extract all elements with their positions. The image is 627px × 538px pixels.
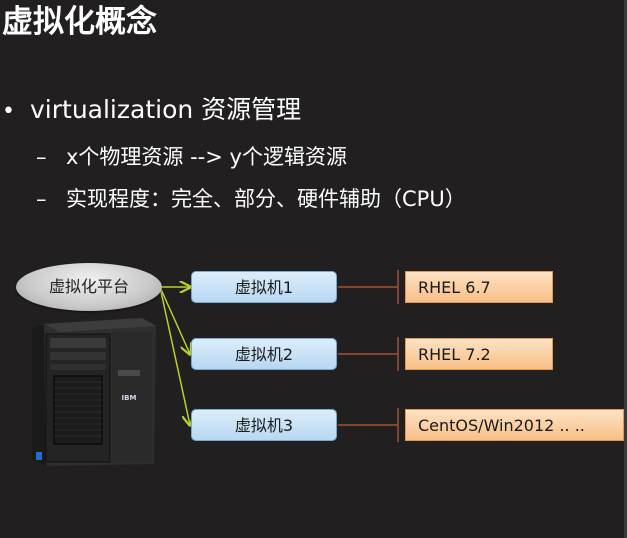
- vm3-os-connector: [338, 408, 399, 442]
- arrow-to-vm3: [159, 286, 190, 425]
- os-node: RHEL 6.7: [405, 271, 553, 303]
- bullet-symbol: •: [2, 99, 15, 124]
- os-node: CentOS/Win2012 .. ..: [405, 409, 624, 441]
- sub-bullet-dash: –: [36, 145, 47, 169]
- arrow-to-vm2: [159, 286, 190, 354]
- sub-bullet-text: 实现程度：完全、部分、硬件辅助（CPU）: [66, 187, 466, 211]
- slide-edge: [624, 0, 627, 538]
- vm2-os-connector: [338, 337, 399, 371]
- sub-bullet-dash: –: [36, 187, 47, 211]
- vm-node: 虚拟机2: [191, 338, 337, 370]
- server-brand-label: IBM: [122, 394, 137, 402]
- vm-node: 虚拟机3: [191, 409, 337, 441]
- os-node: RHEL 7.2: [405, 338, 553, 370]
- tower-server-icon: IBM: [32, 318, 156, 466]
- virtualization-platform-node: 虚拟化平台: [16, 263, 162, 311]
- vm1-os-connector: [338, 270, 399, 304]
- bullet-text: virtualization 资源管理: [30, 95, 302, 124]
- slide-title: 虚拟化概念: [2, 4, 157, 40]
- vm-node: 虚拟机1: [191, 271, 337, 303]
- sub-bullet-text: x个物理资源 --> y个逻辑资源: [66, 145, 347, 169]
